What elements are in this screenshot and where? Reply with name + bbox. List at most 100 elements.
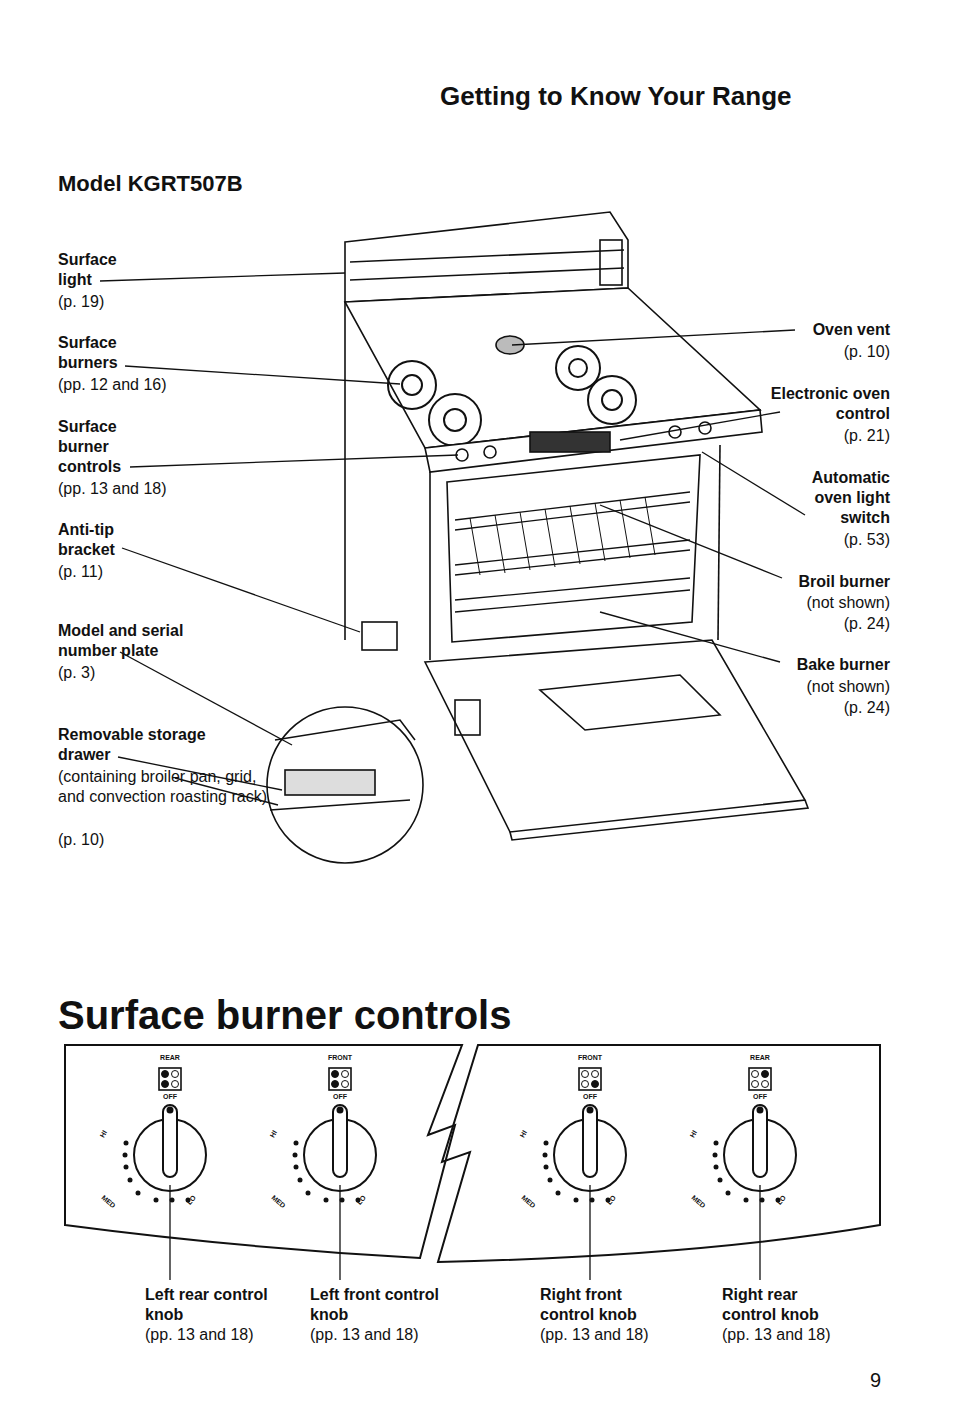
model-heading: Model KGRT507B bbox=[58, 170, 378, 198]
setting-dot bbox=[324, 1198, 329, 1203]
burner-icon bbox=[579, 1068, 601, 1090]
setting-dot bbox=[543, 1153, 548, 1158]
knob-grip bbox=[333, 1105, 347, 1177]
leader-line bbox=[339, 1185, 340, 1280]
off-mark: OFF bbox=[325, 1093, 355, 1102]
page-ref: (p. 24) bbox=[780, 614, 890, 634]
setting-dot bbox=[123, 1153, 128, 1158]
burner-dot bbox=[582, 1071, 589, 1078]
low-mark: LO bbox=[179, 1186, 205, 1215]
page-ref: (pp. 12 and 16) bbox=[58, 375, 218, 395]
setting-dot bbox=[574, 1198, 579, 1203]
off-dot bbox=[587, 1107, 594, 1114]
page-ref: (p. 3) bbox=[58, 663, 178, 683]
part-name: Surface burner controls bbox=[58, 417, 138, 477]
burner-dot bbox=[582, 1081, 589, 1088]
part-name: Surface burners bbox=[58, 333, 138, 373]
setting-dot bbox=[544, 1165, 549, 1170]
burner-dot bbox=[342, 1081, 349, 1088]
setting-dot bbox=[713, 1153, 718, 1158]
medium-mark: MED bbox=[684, 1189, 713, 1215]
setting-dot bbox=[714, 1141, 719, 1146]
setting-dot bbox=[556, 1191, 561, 1196]
low-mark: LO bbox=[769, 1186, 795, 1215]
setting-dot bbox=[298, 1178, 303, 1183]
burner-position: REAR bbox=[740, 1054, 780, 1063]
leader-line bbox=[169, 1185, 170, 1280]
part-name: Surface light bbox=[58, 250, 138, 290]
knob-name: Left rear control knob bbox=[145, 1285, 275, 1325]
off-mark: OFF bbox=[155, 1093, 185, 1102]
setting-dot bbox=[128, 1178, 133, 1183]
off-mark: OFF bbox=[745, 1093, 775, 1102]
burner-position: FRONT bbox=[320, 1054, 360, 1063]
part-note: (not shown) bbox=[780, 677, 890, 697]
section-heading: Surface burner controls bbox=[58, 990, 658, 1040]
burner-dot bbox=[162, 1081, 169, 1088]
part-name: Anti-tip bracket bbox=[58, 520, 138, 560]
knob-name: Right front control knob bbox=[540, 1285, 670, 1325]
off-dot bbox=[337, 1107, 344, 1114]
part-name: Oven vent bbox=[770, 320, 890, 340]
setting-dot bbox=[548, 1178, 553, 1183]
page-ref: (pp. 13 and 18) bbox=[722, 1325, 882, 1345]
setting-dot bbox=[154, 1198, 159, 1203]
medium-mark: MED bbox=[264, 1189, 293, 1215]
setting-dot bbox=[136, 1191, 141, 1196]
low-mark: LO bbox=[599, 1186, 625, 1215]
knob-name: Left front control knob bbox=[310, 1285, 440, 1325]
off-dot bbox=[757, 1107, 764, 1114]
setting-dot bbox=[714, 1165, 719, 1170]
page-ref: (p. 21) bbox=[770, 426, 890, 446]
setting-dot bbox=[294, 1165, 299, 1170]
page-ref: (p. 10) bbox=[770, 342, 890, 362]
setting-dot bbox=[544, 1141, 549, 1146]
setting-dot bbox=[293, 1153, 298, 1158]
burner-dot bbox=[762, 1081, 769, 1088]
setting-dot bbox=[718, 1178, 723, 1183]
part-note: (containing broiler pan, grid, and conve… bbox=[58, 767, 268, 807]
setting-dot bbox=[726, 1191, 731, 1196]
low-mark: LO bbox=[349, 1186, 375, 1215]
part-name: Automatic oven light switch bbox=[790, 468, 890, 528]
page-ref: (pp. 13 and 18) bbox=[540, 1325, 700, 1345]
off-mark: OFF bbox=[575, 1093, 605, 1102]
burner-dot bbox=[172, 1081, 179, 1088]
setting-dot bbox=[124, 1141, 129, 1146]
page-ref: (p. 19) bbox=[58, 292, 178, 312]
burner-position: REAR bbox=[150, 1054, 190, 1063]
knob-grip bbox=[583, 1105, 597, 1177]
page-ref: (pp. 13 and 18) bbox=[310, 1325, 470, 1345]
part-name: Bake burner bbox=[760, 655, 890, 675]
burner-dot bbox=[752, 1071, 759, 1078]
setting-dot bbox=[294, 1141, 299, 1146]
page-number: 9 bbox=[870, 1368, 900, 1393]
page-ref: (p. 24) bbox=[780, 698, 890, 718]
high-mark: HI bbox=[513, 1119, 536, 1149]
part-note: (not shown) bbox=[780, 593, 890, 613]
burner-dot bbox=[762, 1071, 769, 1078]
burner-icon bbox=[749, 1068, 771, 1090]
part-name: Removable storage drawer bbox=[58, 725, 228, 765]
burner-dot bbox=[592, 1071, 599, 1078]
knob-name: Right rear control knob bbox=[722, 1285, 852, 1325]
burner-position: FRONT bbox=[570, 1054, 610, 1063]
burner-dot bbox=[172, 1071, 179, 1078]
burner-dot bbox=[162, 1071, 169, 1078]
high-mark: HI bbox=[93, 1119, 116, 1149]
leader-line bbox=[589, 1185, 590, 1280]
burner-dot bbox=[752, 1081, 759, 1088]
burner-dot bbox=[332, 1071, 339, 1078]
burner-icon bbox=[329, 1068, 351, 1090]
leader-line bbox=[759, 1185, 760, 1280]
page-header: Getting to Know Your Range bbox=[440, 80, 860, 113]
medium-mark: MED bbox=[94, 1189, 123, 1215]
burner-dot bbox=[592, 1081, 599, 1088]
setting-dot bbox=[124, 1165, 129, 1170]
burner-dot bbox=[342, 1071, 349, 1078]
burner-icon bbox=[159, 1068, 181, 1090]
high-mark: HI bbox=[683, 1119, 706, 1149]
off-dot bbox=[167, 1107, 174, 1114]
page-ref: (pp. 13 and 18) bbox=[58, 479, 218, 499]
